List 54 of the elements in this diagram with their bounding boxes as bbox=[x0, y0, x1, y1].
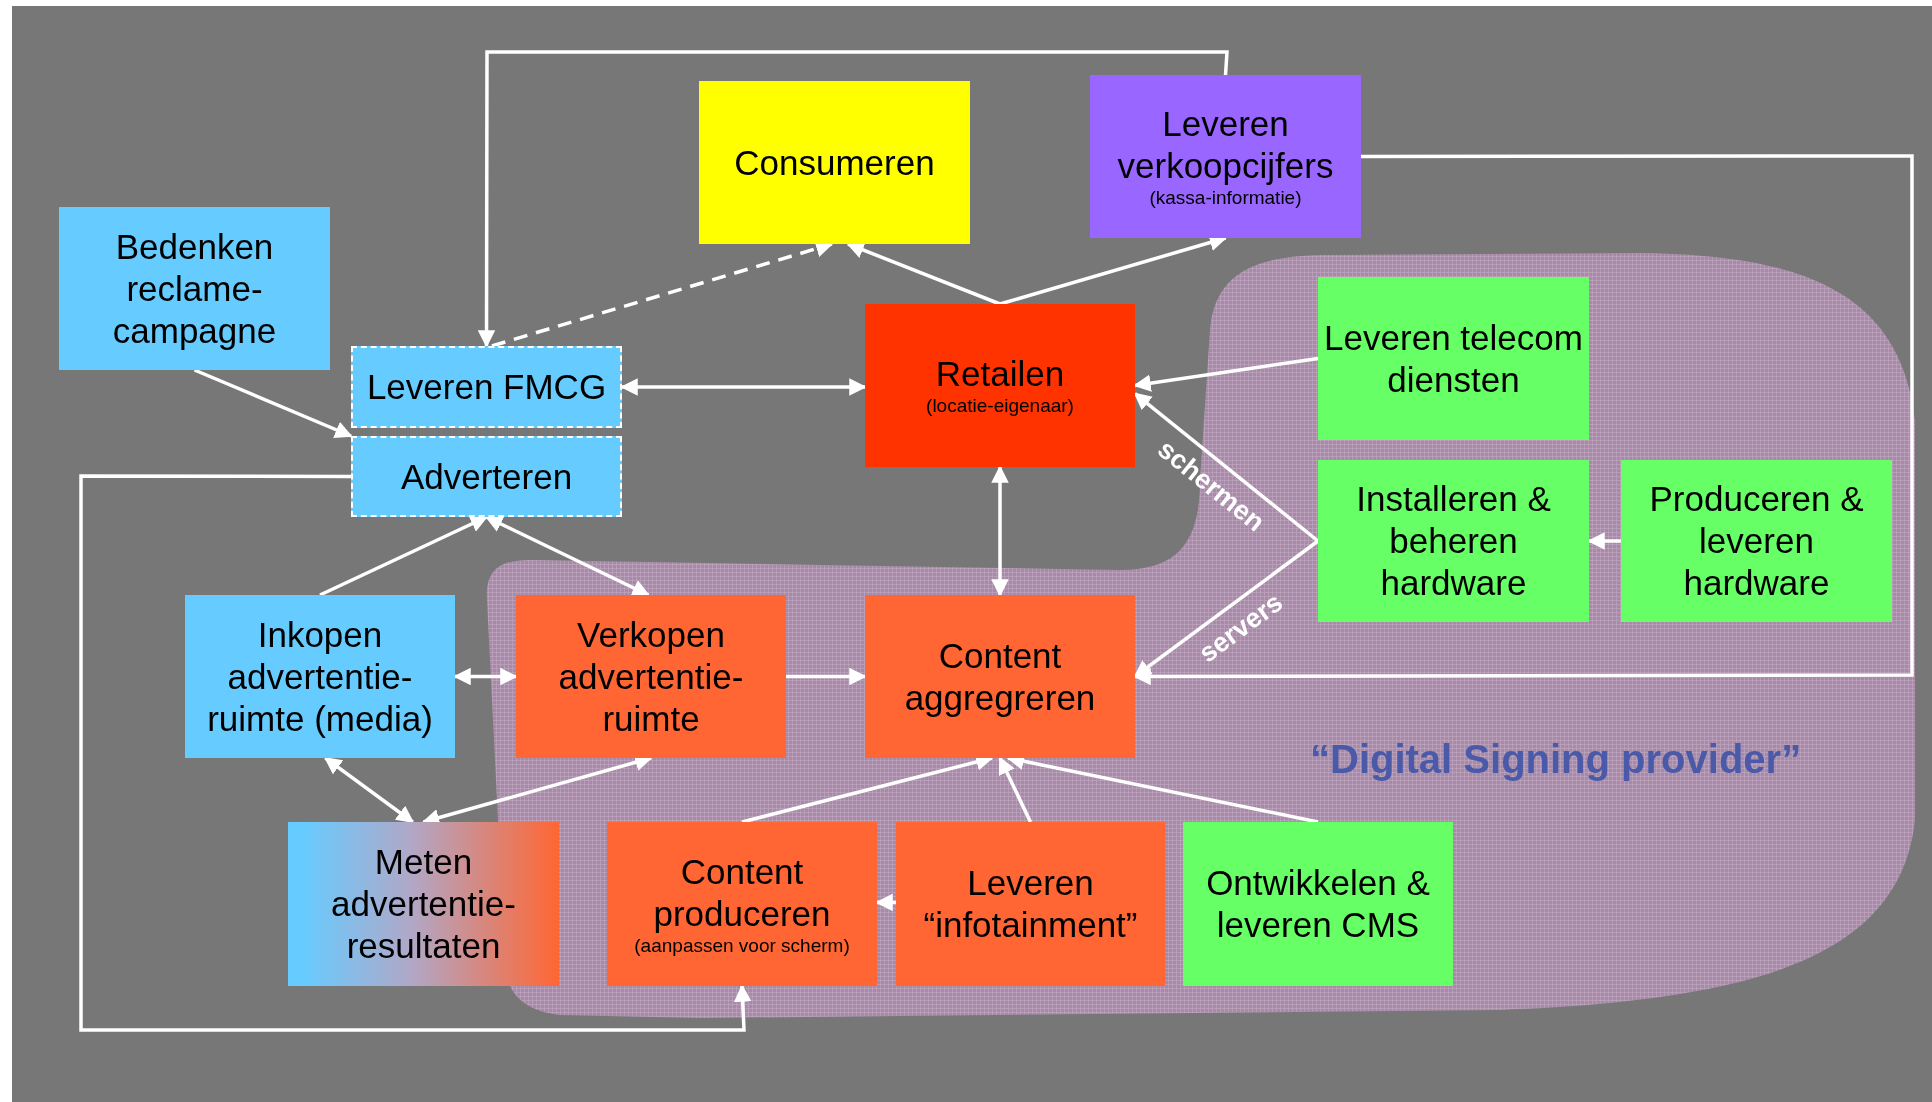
node-title: Bedenken reclame-campagne bbox=[111, 225, 278, 352]
node-title: Leveren FMCG bbox=[366, 366, 607, 408]
process-box bbox=[351, 436, 622, 517]
node-title: Inkopen advertentie-ruimte (media) bbox=[206, 613, 434, 740]
arrow bbox=[1587, 532, 1621, 550]
node-title: Leveren telecom diensten bbox=[1324, 316, 1583, 401]
node-title: Retailen bbox=[935, 353, 1065, 396]
arrow bbox=[1133, 356, 1319, 392]
process-box bbox=[185, 595, 455, 758]
arrow bbox=[846, 241, 1001, 306]
node-title: Produceren & leveren hardware bbox=[1648, 478, 1865, 604]
node-title: Consumeren bbox=[734, 141, 935, 184]
arrow bbox=[786, 667, 867, 686]
arrow bbox=[1133, 392, 1320, 543]
arrow bbox=[998, 756, 1033, 823]
process-box bbox=[1090, 75, 1361, 238]
process-box bbox=[1183, 822, 1453, 986]
arrow bbox=[324, 756, 415, 824]
process-box bbox=[59, 207, 330, 370]
arrow bbox=[1133, 154, 1914, 686]
node-title: Content aggregreren bbox=[903, 634, 1097, 719]
arrow bbox=[875, 893, 896, 912]
process-box bbox=[1318, 277, 1589, 440]
process-box bbox=[699, 81, 970, 244]
process-box bbox=[896, 822, 1165, 986]
arrow bbox=[453, 667, 518, 686]
process-box bbox=[288, 822, 559, 986]
node-title: Content produceren bbox=[652, 850, 832, 935]
node-title: Ontwikkelen & leveren CMS bbox=[1205, 862, 1431, 946]
node-note: (aanpassen voor scherm) bbox=[634, 934, 850, 958]
arrow bbox=[477, 50, 1229, 348]
node-title: Leveren verkoopcijfers bbox=[1116, 103, 1335, 188]
arrow bbox=[484, 515, 650, 597]
node-title: Verkopen advertentie-ruimte bbox=[557, 613, 745, 740]
process-box bbox=[351, 346, 622, 428]
arrow bbox=[991, 465, 1009, 597]
arrow bbox=[620, 378, 867, 396]
node-note: (locatie-eigenaar) bbox=[926, 395, 1074, 418]
node-title: Installeren & beheren hardware bbox=[1355, 478, 1552, 604]
process-box bbox=[865, 595, 1135, 758]
process-box bbox=[865, 304, 1135, 467]
node-note: (kassa-informatie) bbox=[1149, 187, 1302, 210]
node-title: Meten advertentie-resultaten bbox=[330, 841, 517, 967]
arrow bbox=[193, 368, 353, 438]
process-box bbox=[607, 822, 877, 986]
process-box bbox=[1621, 460, 1892, 622]
process-box bbox=[1318, 460, 1589, 622]
arrow bbox=[1133, 539, 1320, 678]
arrow bbox=[319, 515, 489, 597]
node-title: Leveren “infotainment” bbox=[922, 862, 1139, 946]
process-box bbox=[516, 595, 786, 758]
region-title: “Digital Signing provider” bbox=[1310, 737, 1802, 782]
arrow bbox=[79, 474, 752, 1032]
node-title: Adverteren bbox=[400, 455, 573, 498]
